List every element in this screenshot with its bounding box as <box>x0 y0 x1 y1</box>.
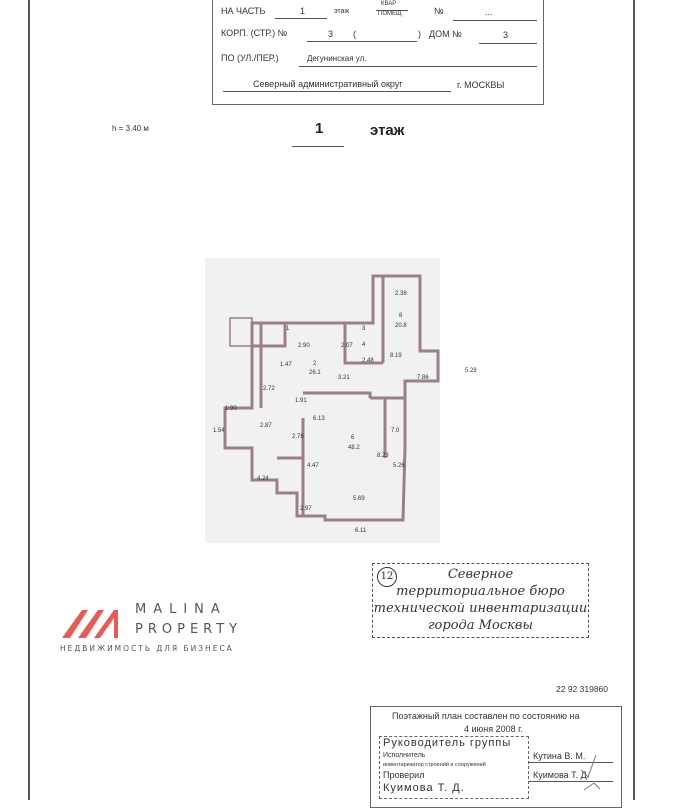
room-area: 20.8 <box>395 323 407 329</box>
brand-line1: MALINA <box>135 602 227 617</box>
dim-label: 5.26 <box>393 463 405 469</box>
executor-name: Кутина В. М. <box>533 751 586 761</box>
room-area: 26.1 <box>309 370 321 376</box>
dim-label: 4.47 <box>307 463 319 469</box>
signature-icon <box>580 754 601 791</box>
room-number: 2 <box>313 361 317 367</box>
dim-label: 2.07 <box>341 343 353 349</box>
number-sign: № <box>434 6 444 16</box>
document-number: 22 92 319860 <box>556 684 608 694</box>
dim-label: 5.28 <box>465 368 477 374</box>
kvar-label: КВАР <box>381 1 397 7</box>
korp-label: КОРП. (СТР.) № <box>221 28 288 38</box>
executor-position: инвентаризатор строений и сооружений <box>383 762 486 768</box>
stamp-number: 12 <box>377 567 397 587</box>
watermark-logo: MALINA PROPERTY НЕДВИЖИМОСТЬ ДЛЯ БИЗНЕСА <box>60 600 260 660</box>
dim-label: 2.90 <box>298 343 310 349</box>
pomesh-label: ПОМЕЩ <box>378 11 402 17</box>
dim-label: 1.90 <box>225 406 237 412</box>
header-form: НА ЧАСТЬ 1 этаж КВАР ПОМЕЩ № ... КОРП. (… <box>212 0 544 105</box>
dim-label: 1.47 <box>280 362 292 368</box>
dim-label: 1.91 <box>295 398 307 404</box>
room-number: 1 <box>286 326 290 332</box>
floor-word: этаж <box>370 122 405 139</box>
paren-close: ) <box>418 29 421 39</box>
dim-label: 8.23 <box>377 453 389 459</box>
dim-label: 2.72 <box>263 386 275 392</box>
dim-label: 2.97 <box>300 506 312 512</box>
dim-label: 2.38 <box>395 291 407 297</box>
logo-mark-icon <box>62 610 118 638</box>
street-value: Дегунинская ул. <box>307 54 367 63</box>
korp-value: 3 <box>328 29 334 39</box>
footer-box: Поэтажный план составлен по состоянию на… <box>370 706 622 808</box>
floor-label: этаж <box>334 8 350 15</box>
dim-label: 6.13 <box>313 416 325 422</box>
brand-tagline: НЕДВИЖИМОСТЬ ДЛЯ БИЗНЕСА <box>60 644 234 653</box>
city-label: г. МОСКВЫ <box>457 80 505 90</box>
room-area: 48.2 <box>348 445 360 451</box>
checked-label: Проверил <box>383 770 425 780</box>
dim-label: 1.54 <box>213 428 225 434</box>
scan-border-right <box>633 0 635 800</box>
room-number: 3 <box>362 326 366 332</box>
floor-number: 1 <box>315 120 324 137</box>
stamp-line: города Москвы <box>427 618 533 633</box>
name-stamp <box>379 736 529 799</box>
footer-date: 4 июня 2008 г. <box>464 724 523 734</box>
floor-plan: 2.38 8 20.8 1 3 4 2.90 2.07 2.48 8.19 1.… <box>205 258 477 543</box>
stamp-line: Северное <box>447 567 514 582</box>
checked-name: Куимова Т. Д. <box>533 770 590 780</box>
dim-label: 6.11 <box>355 528 367 534</box>
part-label: НА ЧАСТЬ <box>221 6 266 16</box>
brand-line2: PROPERTY <box>135 622 243 637</box>
dim-label: 3.21 <box>338 375 350 381</box>
stamp-line: территориальное бюро <box>396 584 565 599</box>
dim-label: 4.24 <box>257 476 269 482</box>
dim-label: 2.48 <box>362 358 374 364</box>
stamp-line: технической инвентаризации <box>373 601 588 616</box>
dim-label: 2.78 <box>292 434 304 440</box>
stamp-name: Куимова Т. Д. <box>383 782 465 794</box>
district-value: Северный административный округ <box>253 79 403 89</box>
ceiling-height: h = 3.40 м <box>112 124 149 133</box>
dim-label: 5.69 <box>353 496 365 502</box>
room-number: 8 <box>399 313 403 319</box>
dim-label: 8.19 <box>390 353 402 359</box>
room-area: 7.0 <box>391 428 400 434</box>
footer-statement: Поэтажный план составлен по состоянию на <box>392 711 580 721</box>
dom-label: ДОМ № <box>429 29 462 39</box>
paren-open: ( <box>353 29 356 39</box>
scan-border-left <box>28 0 30 800</box>
stamp-title: Руководитель группы <box>383 737 512 749</box>
executor-label: Исполнитель <box>383 752 426 759</box>
floor-value: 1 <box>300 6 306 16</box>
room-number: 4 <box>362 342 366 348</box>
floor-plan-drawing <box>223 274 440 522</box>
dim-label: 7.86 <box>417 375 429 381</box>
dom-value: 3 <box>503 30 509 40</box>
bti-stamp: 12 Северное территориальное бюро техниче… <box>372 563 589 638</box>
number-value: ... <box>485 7 493 17</box>
dim-label: 2.87 <box>260 423 272 429</box>
street-label: ПО (УЛ./ПЕР.) <box>221 53 279 63</box>
room-number: 6 <box>351 435 355 441</box>
